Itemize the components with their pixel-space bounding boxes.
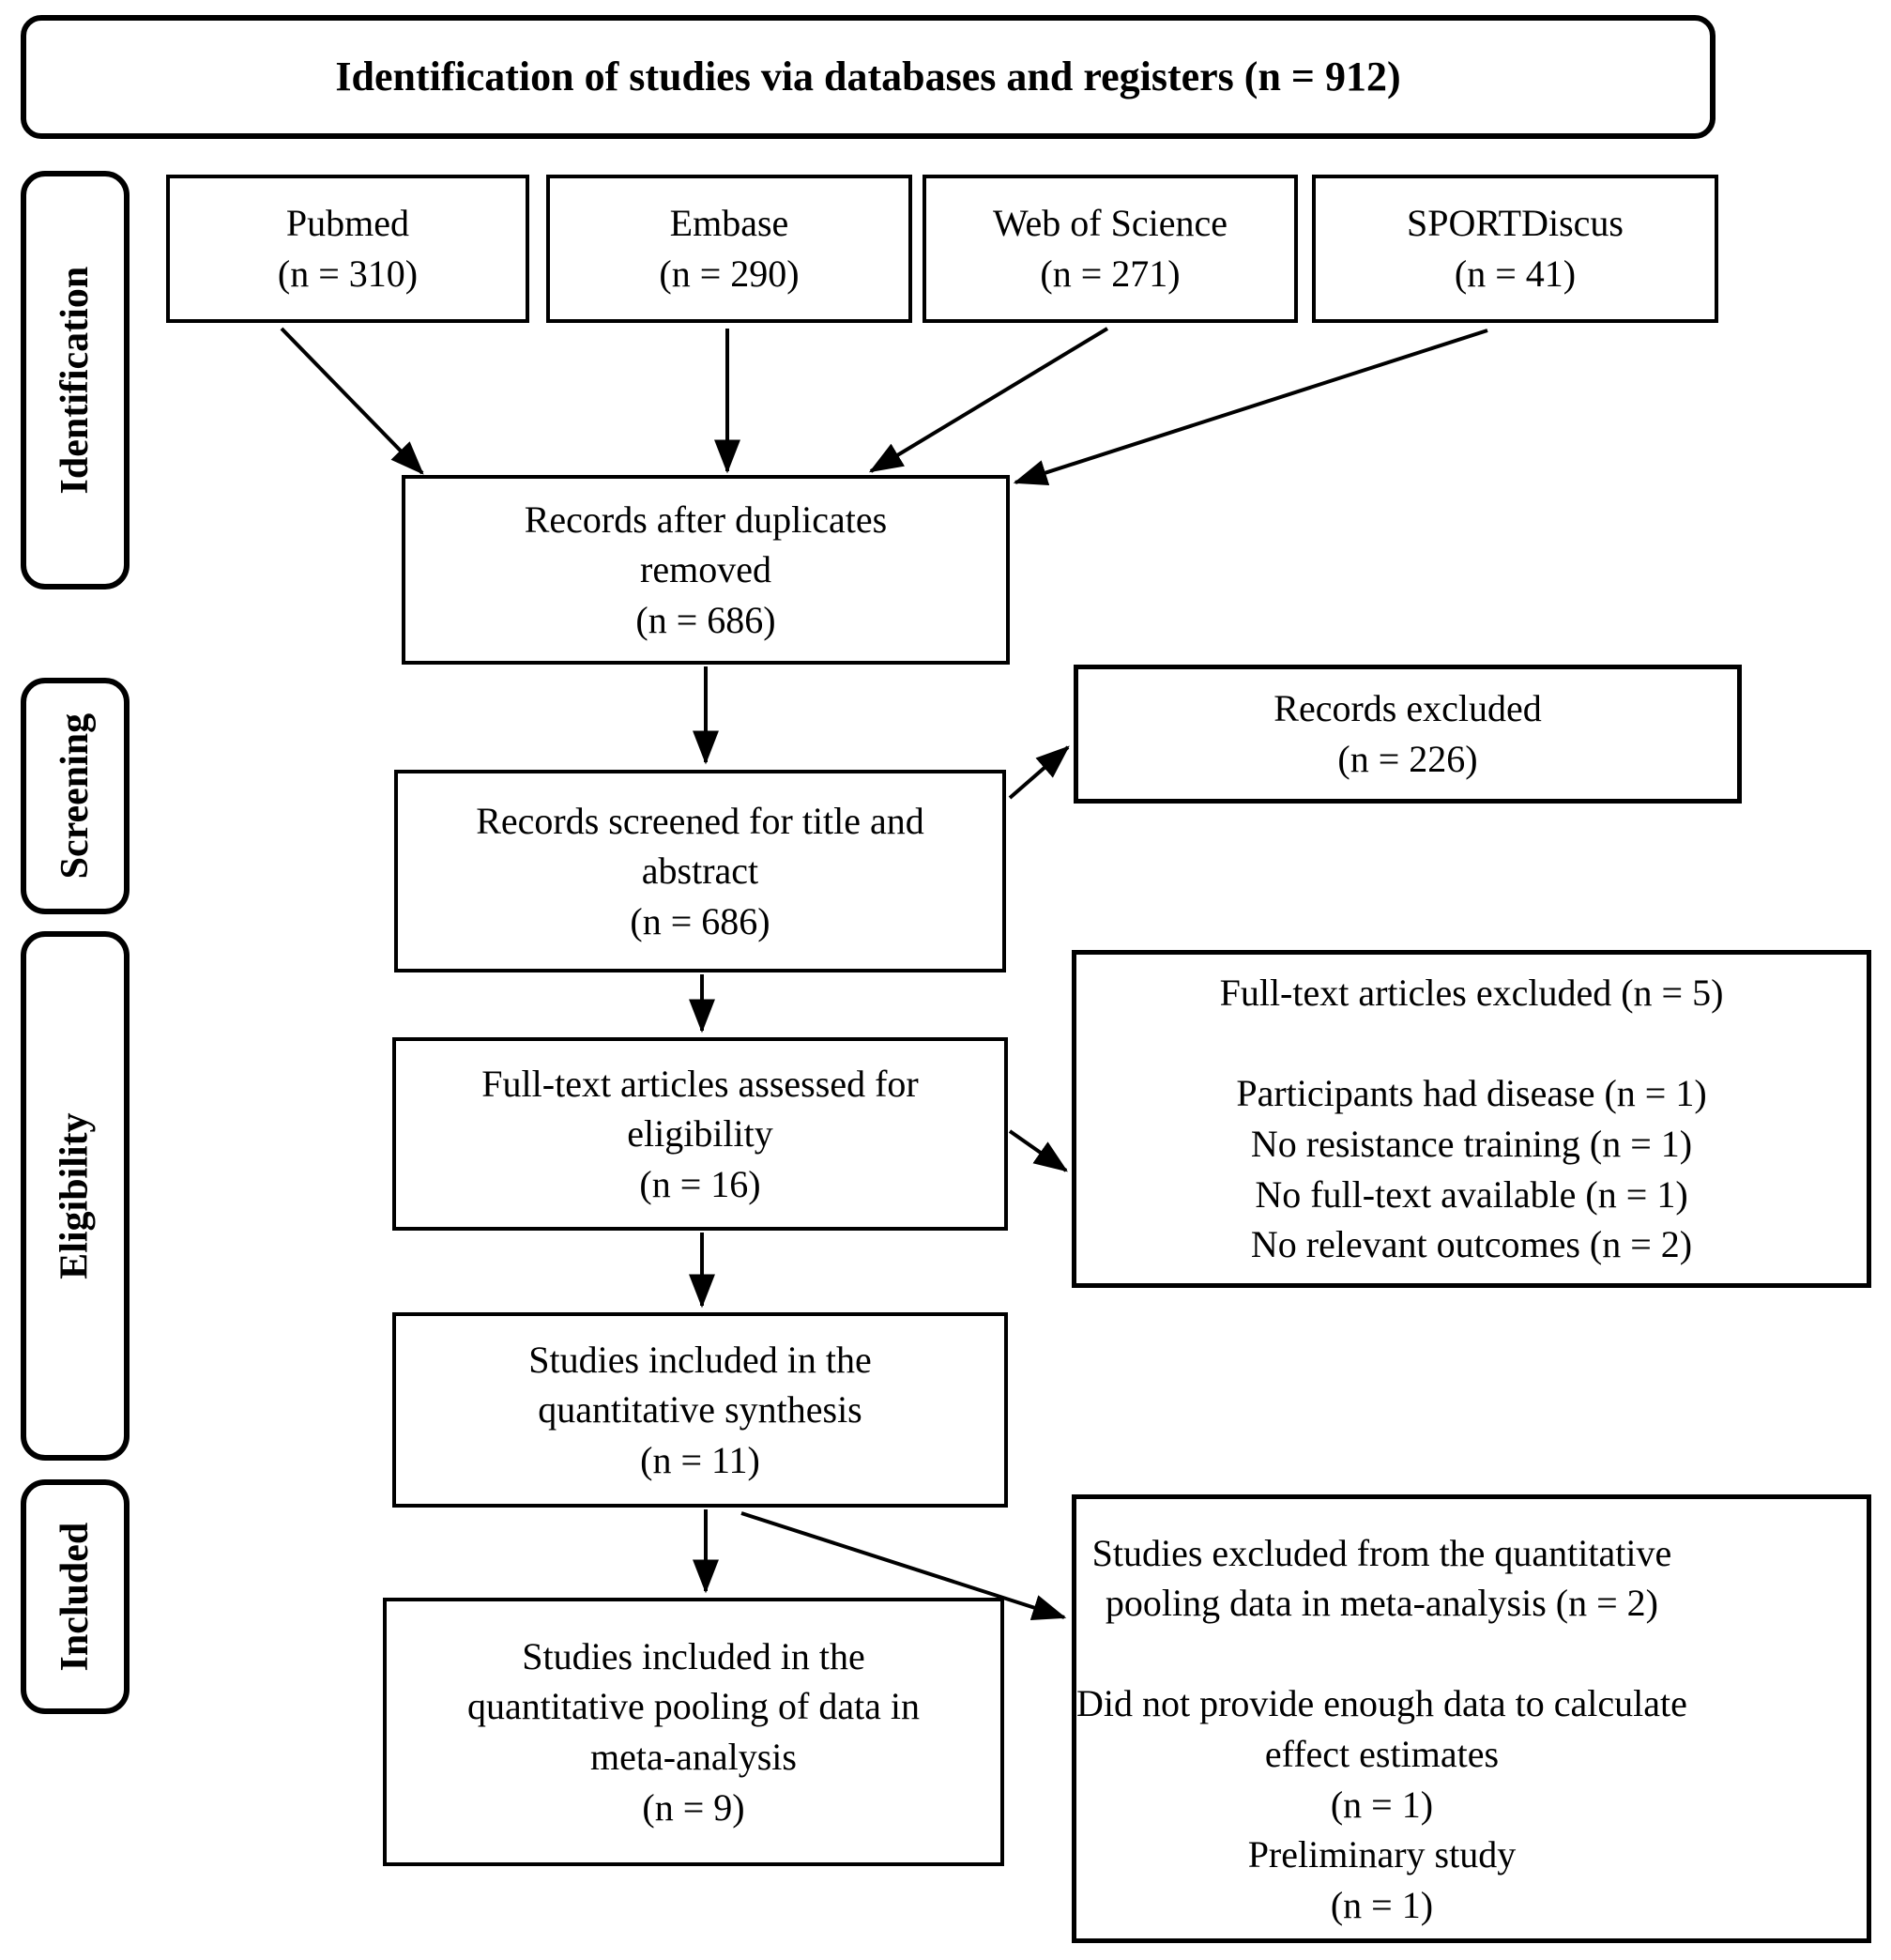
stage-eligibility-label: Eligibility <box>53 1112 97 1279</box>
records-excluded-box: Records excluded (n = 226) <box>1074 665 1742 804</box>
stage-screening: Screening <box>21 678 130 914</box>
diagram-title: Identification of studies via databases … <box>21 15 1716 139</box>
quantitative-synthesis-box: Studies included in the quantitative syn… <box>392 1312 1008 1508</box>
arrow-assessed-to-fulltext-excluded <box>1008 1129 1068 1172</box>
stage-eligibility: Eligibility <box>21 931 130 1461</box>
stage-included: Included <box>21 1479 130 1714</box>
arrow-synthesis-to-pooling-excluded <box>740 1511 1067 1621</box>
arrow-screened-to-records-excluded <box>1008 745 1070 800</box>
stage-screening-label: Screening <box>53 712 97 880</box>
stage-identification: Identification <box>21 171 130 590</box>
source-pubmed-box: Pubmed (n = 310) <box>166 175 529 323</box>
arrow-webofscience-to-duplicates <box>868 327 1109 473</box>
stage-identification-label: Identification <box>53 266 97 495</box>
stage-included-label: Included <box>53 1522 97 1672</box>
arrow-sportdiscus-to-duplicates <box>1013 329 1488 486</box>
source-embase-box: Embase (n = 290) <box>546 175 912 323</box>
duplicates-removed-box: Records after duplicates removed (n = 68… <box>402 475 1010 665</box>
source-sportdiscus-box: SPORTDiscus (n = 41) <box>1312 175 1718 323</box>
meta-analysis-pooling-box: Studies included in the quantitative poo… <box>383 1598 1004 1866</box>
arrow-pubmed-to-duplicates <box>280 327 424 475</box>
source-web-of-science-box: Web of Science (n = 271) <box>923 175 1298 323</box>
records-screened-box: Records screened for title and abstract … <box>394 770 1006 972</box>
pooling-excluded-box: Studies excluded from the quantitative p… <box>1072 1494 1871 1943</box>
fulltext-assessed-box: Full-text articles assessed for eligibil… <box>392 1037 1008 1231</box>
fulltext-excluded-box: Full-text articles excluded (n = 5) Part… <box>1072 950 1871 1288</box>
